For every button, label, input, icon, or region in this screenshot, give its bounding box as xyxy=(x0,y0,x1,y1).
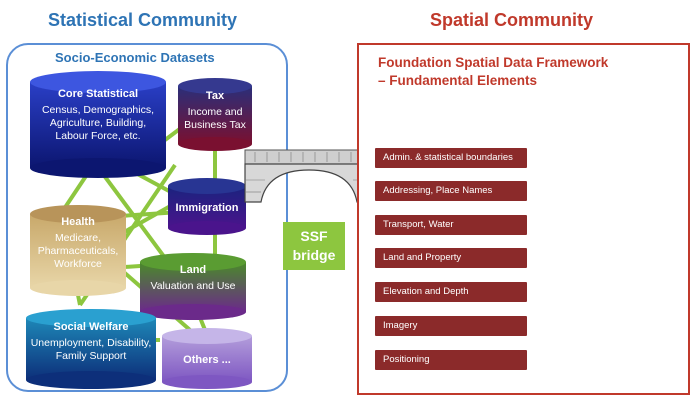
tax-detail: Income and Business Tax xyxy=(184,106,246,131)
element-positioning: Positioning xyxy=(375,350,527,370)
core-statistical-cylinder xyxy=(30,71,166,178)
health-label: Health Medicare, Pharmaceuticals, Workfo… xyxy=(32,216,124,271)
land-label: Land Valuation and Use xyxy=(144,264,242,293)
tax-label: Tax Income and Business Tax xyxy=(180,90,250,132)
element-elevation-depth: Elevation and Depth xyxy=(375,282,527,302)
core-statistical-detail: Census, Demographics, Agriculture, Build… xyxy=(41,104,155,142)
immigration-cylinder xyxy=(168,178,246,235)
statistical-community-title: Statistical Community xyxy=(48,10,238,30)
others-name: Others ... xyxy=(183,354,231,366)
ssf-bridge-label: SSF bridge xyxy=(283,222,345,270)
health-cylinder xyxy=(30,205,126,296)
immigration-label: Immigration xyxy=(170,202,244,218)
core-statistical-name: Core Statistical xyxy=(57,88,139,100)
social-welfare-name: Social Welfare xyxy=(53,321,129,333)
element-addressing: Addressing, Place Names xyxy=(375,181,527,201)
fsdf-title-line2: – Fundamental Elements xyxy=(378,73,538,88)
ssf-line1: SSF xyxy=(300,228,328,244)
fsdf-title: Foundation Spatial Data Framework – Fund… xyxy=(378,54,608,90)
others-label: Others ... xyxy=(164,354,250,370)
core-statistical-label: Core Statistical Census, Demographics, A… xyxy=(36,88,160,143)
element-transport-water: Transport, Water xyxy=(375,215,527,235)
social-welfare-label: Social Welfare Unemployment, Disability,… xyxy=(30,321,152,363)
others-cylinder xyxy=(162,328,252,389)
spatial-community-title: Spatial Community xyxy=(430,10,594,30)
stone-bridge xyxy=(244,149,374,203)
social-welfare-detail: Unemployment, Disability, Family Support xyxy=(30,337,152,362)
fsdf-title-line1: Foundation Spatial Data Framework xyxy=(378,55,609,70)
element-land-property: Land and Property xyxy=(375,248,527,268)
land-cylinder xyxy=(140,253,246,320)
social-welfare-cylinder xyxy=(26,309,156,389)
land-name: Land xyxy=(179,264,207,276)
land-detail: Valuation and Use xyxy=(150,280,236,292)
tax-cylinder xyxy=(178,78,252,151)
health-detail: Medicare, Pharmaceuticals, Workforce xyxy=(37,232,119,270)
immigration-name: Immigration xyxy=(175,202,239,214)
element-imagery: Imagery xyxy=(375,316,527,336)
ssf-line2: bridge xyxy=(292,247,336,263)
health-name: Health xyxy=(61,216,95,228)
tax-name: Tax xyxy=(205,90,225,102)
element-admin-boundaries: Admin. & statistical boundaries xyxy=(375,148,527,168)
socio-economic-subtitle: Socio-Economic Datasets xyxy=(55,50,215,65)
